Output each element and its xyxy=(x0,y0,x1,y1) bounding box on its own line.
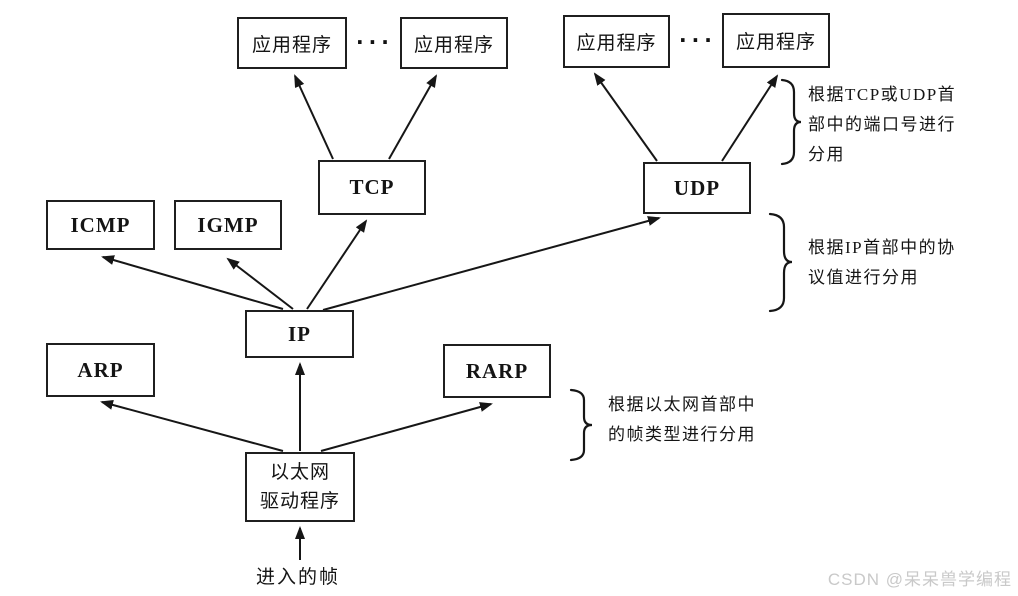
arrow-ip-to-igmp xyxy=(226,257,294,310)
node-igmp: IGMP xyxy=(174,200,282,250)
node-application-2: 应用程序 xyxy=(400,17,508,69)
arrow-ip-to-tcp xyxy=(306,219,368,310)
brace-eth xyxy=(569,388,593,462)
annotation-frametype-demux: 根据以太网首部中 的帧类型进行分用 xyxy=(608,390,756,450)
node-icmp: ICMP xyxy=(46,200,155,250)
annotation-line: 根据IP首部中的协 xyxy=(808,238,956,257)
node-application-1: 应用程序 xyxy=(237,17,347,69)
node-rarp: RARP xyxy=(443,344,551,398)
ethernet-driver-line1: 以太网 xyxy=(269,462,330,483)
node-ethernet-driver: 以太网 驱动程序 xyxy=(245,452,355,522)
arrow-eth-to-arp xyxy=(100,400,284,452)
node-application-4: 应用程序 xyxy=(722,13,830,68)
annotation-protocol-demux: 根据IP首部中的协 议值进行分用 xyxy=(808,233,956,293)
node-application-3: 应用程序 xyxy=(563,15,670,68)
watermark: CSDN @呆呆兽学编程 xyxy=(827,570,1012,589)
annotation-line: 分用 xyxy=(808,145,845,164)
ellipsis-left: ··· xyxy=(356,30,394,54)
annotation-line: 的帧类型进行分用 xyxy=(608,425,756,444)
node-ip: IP xyxy=(245,310,354,358)
annotation-line: 根据以太网首部中 xyxy=(608,395,756,414)
annotation-line: 部中的端口号进行 xyxy=(808,115,956,134)
arrow-eth-to-rarp xyxy=(320,402,493,452)
brace-tcp-udp xyxy=(780,78,802,166)
node-tcp: TCP xyxy=(318,160,426,215)
arrow-ip-to-udp xyxy=(322,216,661,311)
arrow-udp-to-app3 xyxy=(593,72,658,162)
arrow-tcp-to-app2 xyxy=(388,74,437,160)
arrow-ip-to-icmp xyxy=(101,255,284,310)
arrow-tcp-to-app1 xyxy=(294,74,334,160)
incoming-frame-label: 进入的帧 xyxy=(256,567,341,588)
ethernet-driver-line2: 驱动程序 xyxy=(259,491,340,512)
annotation-line: 根据TCP或UDP首 xyxy=(808,85,957,104)
annotation-line: 议值进行分用 xyxy=(808,268,919,287)
annotation-port-demux: 根据TCP或UDP首 部中的端口号进行 分用 xyxy=(808,80,956,170)
node-arp: ARP xyxy=(46,343,155,397)
node-udp: UDP xyxy=(643,162,751,214)
arrow-udp-to-app4 xyxy=(721,74,779,162)
brace-ip xyxy=(768,212,793,313)
ellipsis-right: ··· xyxy=(679,28,717,52)
